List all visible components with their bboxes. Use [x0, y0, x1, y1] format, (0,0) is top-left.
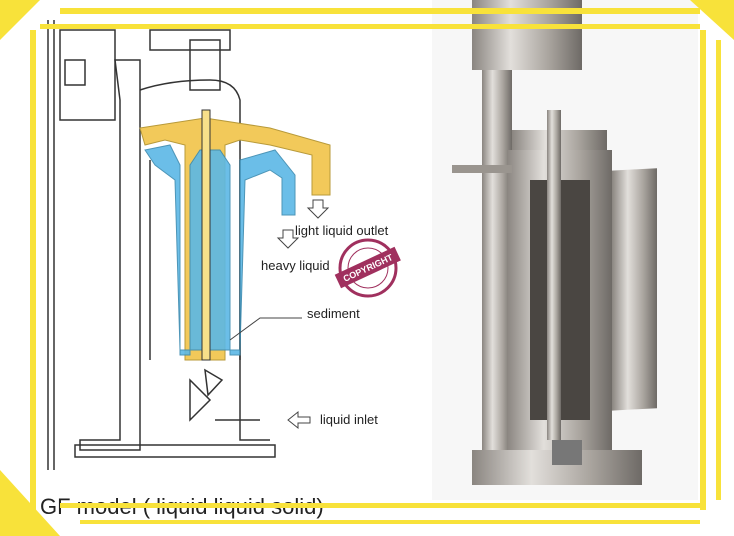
frame-right-outer	[716, 40, 721, 500]
sediment-label: sediment	[307, 306, 360, 321]
frame-top	[60, 8, 700, 14]
light-liquid-channel	[139, 117, 331, 361]
inlet-arrow-icon	[287, 410, 311, 430]
liquid-inlet-label: liquid inlet	[320, 412, 378, 427]
light-liquid-outlet-label: light liquid outlet	[295, 223, 389, 238]
heavy-outlet-arrow-icon	[276, 229, 300, 249]
centrifuge-schematic	[47, 20, 331, 470]
frame-left	[30, 30, 36, 510]
frame-bottom	[60, 503, 700, 508]
frame-bottom-outer	[80, 520, 700, 524]
heavy-liquid-outlet-label: heavy liquid	[261, 258, 330, 273]
light-outlet-arrow-icon	[306, 199, 330, 219]
centrifuge-photo	[432, 0, 698, 500]
copyright-stamp: COPYRIGHT	[334, 238, 401, 298]
frame-top-inner	[40, 24, 700, 29]
motor-housing	[59, 29, 116, 121]
frame-right	[700, 30, 706, 510]
heavy-liquid-channel	[144, 144, 296, 356]
